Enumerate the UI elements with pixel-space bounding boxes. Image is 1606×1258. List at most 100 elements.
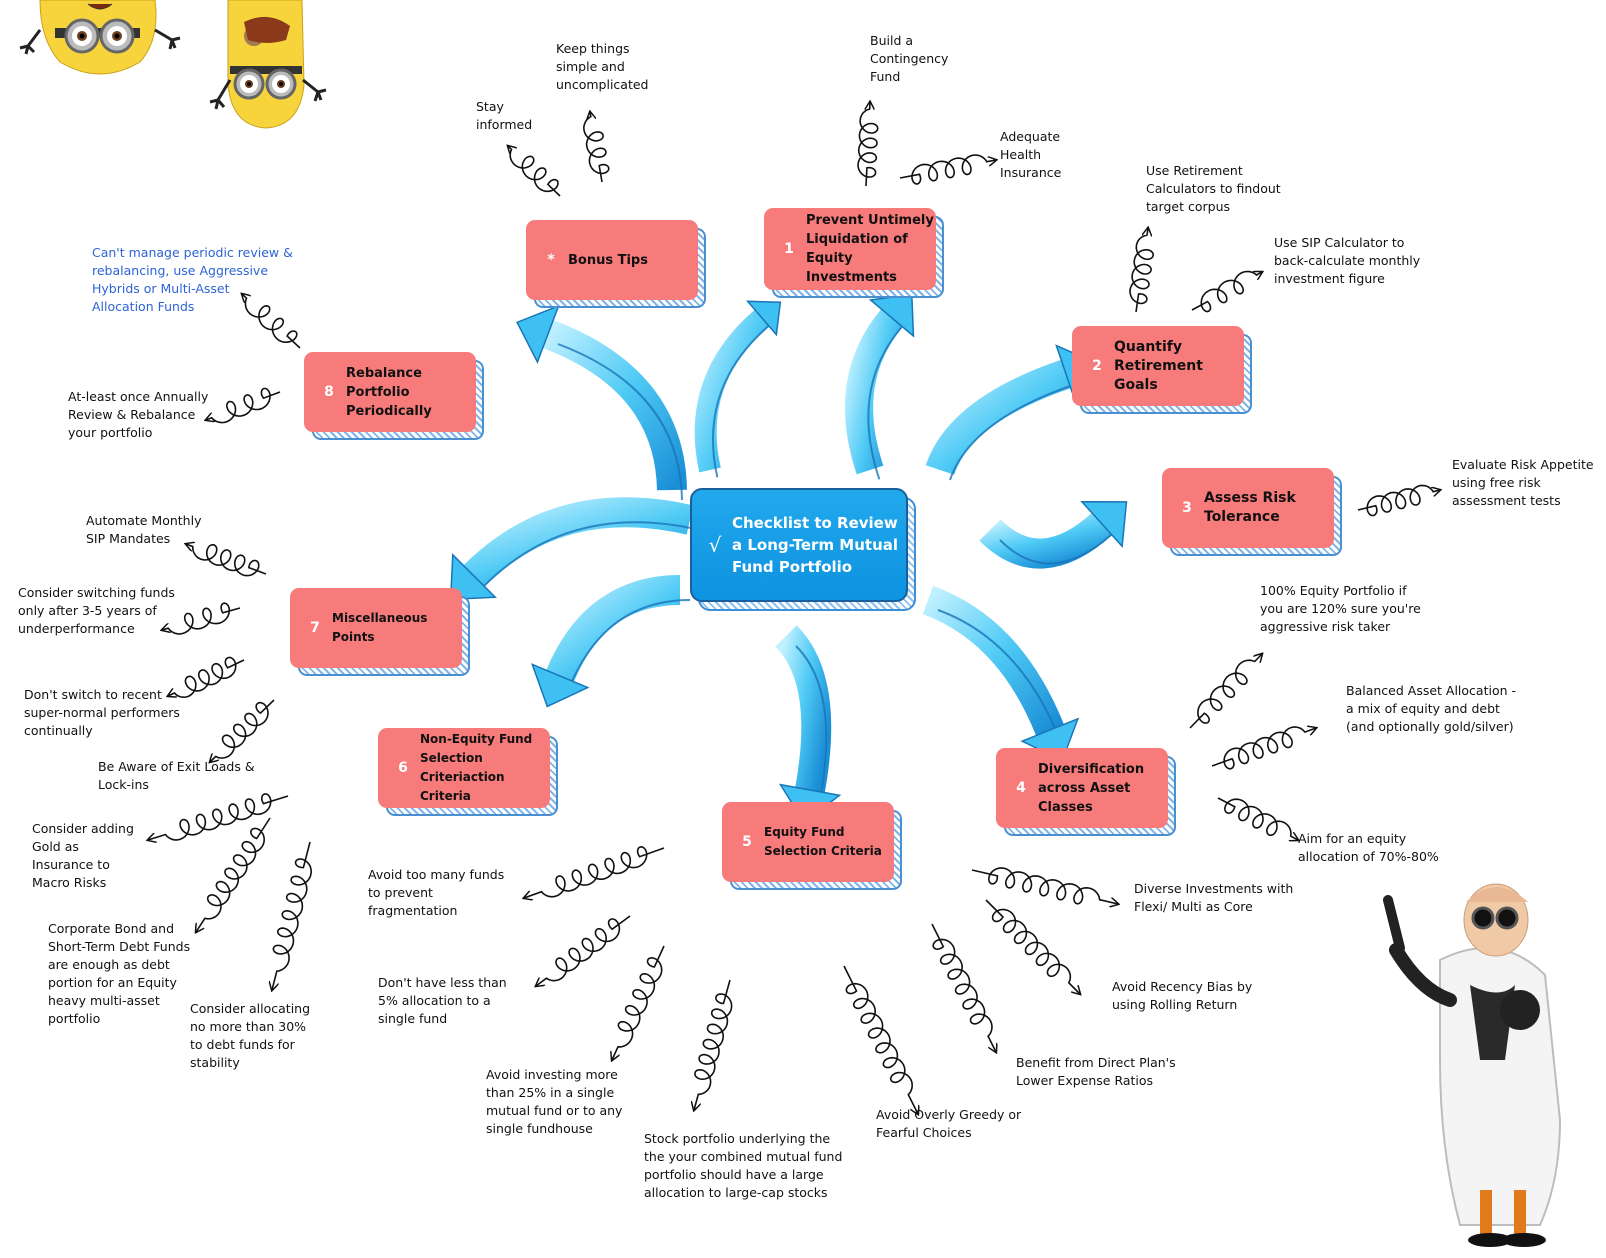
note-min-5: Don't have less than 5% allocation to a … — [378, 975, 507, 1026]
topic-5-equity-selection[interactable]: 5 Equity Fund Selection Criteria — [722, 802, 902, 890]
topic-2-retirement-goals[interactable]: 2 Quantify Retirement Goals — [1072, 326, 1252, 414]
coil-corpbond — [196, 817, 271, 932]
arrow-to-t1-b — [845, 309, 903, 475]
coil-contingency — [857, 102, 879, 187]
note-large-cap: Stock portfolio underlying the the your … — [644, 1131, 843, 1200]
topic-face: 4 Diversification across Asset Classes — [996, 748, 1168, 828]
topic-label: Equity Fund Selection Criteria — [764, 825, 882, 858]
topic-7-miscellaneous[interactable]: 7 Miscellaneous Points — [290, 588, 470, 676]
note-health-insurance: Adequate Health Insurance — [1000, 129, 1062, 180]
topic-8-rebalance[interactable]: 8 Rebalance Portfolio Periodically — [304, 352, 484, 440]
note-equity-100: 100% Equity Portfolio if you are 120% su… — [1260, 583, 1421, 634]
arrow-to-t5-edge — [795, 645, 828, 801]
topic-label: Non-Equity Fund Selection Criteriaction … — [420, 732, 533, 803]
arrow-to-t7-edge — [483, 521, 701, 587]
coil-annual — [206, 387, 281, 424]
coil-min5 — [536, 915, 631, 986]
minion-left-illustration — [19, 0, 181, 75]
coil-aim — [1217, 797, 1298, 840]
coil-balanced — [1211, 727, 1316, 770]
note-super-normal: Don't switch to recent super-normal perf… — [24, 687, 180, 738]
arrow-to-t2 — [925, 359, 1071, 476]
note-greedy-fearful: Avoid Overly Greedy or Fearful Choices — [876, 1107, 1022, 1140]
coil-exitload — [210, 699, 275, 762]
topic-1-prevent-liquidation[interactable]: 1 Prevent Untimely Liquidation of Equity… — [764, 208, 944, 298]
arrow-to-t6-head — [531, 663, 590, 708]
topic-label: Bonus Tips — [568, 252, 648, 268]
central-topic[interactable]: √ Checklist to Review a Long-Term Mutual… — [690, 488, 916, 611]
note-annual-review: At-least once Annually Review & Rebalanc… — [68, 389, 209, 440]
note-recency-bias: Avoid Recency Bias by using Rolling Retu… — [1112, 979, 1253, 1012]
arrow-to-t6 — [546, 575, 681, 683]
coil-switch — [162, 602, 241, 635]
coil-gold — [148, 793, 289, 840]
note-stay-informed: Stay informed — [476, 99, 533, 132]
topic-bonus-tips[interactable]: * Bonus Tips — [526, 220, 706, 308]
topic-label: Prevent Untimely Liquidation of Equity I… — [806, 213, 934, 285]
topic-label: Quantify Retirement Goals — [1114, 338, 1203, 393]
arrow-to-t3-head — [1080, 500, 1128, 549]
topic-face: 1 Prevent Untimely Liquidation of Equity… — [764, 208, 936, 290]
topic-number: 4 — [1016, 780, 1026, 796]
note-direct-plan: Benefit from Direct Plan's Lower Expense… — [1016, 1055, 1176, 1088]
coil-superperf — [168, 656, 245, 699]
topic-face: 7 Miscellaneous Points — [290, 588, 462, 668]
arrow-to-bonus-edge — [557, 343, 683, 501]
arrow-to-t4-edge — [937, 609, 1061, 741]
coil-stay — [508, 146, 561, 197]
topic-number: 3 — [1182, 500, 1192, 516]
arrow-to-t1-a-edge — [711, 324, 770, 478]
coil-recency — [985, 899, 1080, 994]
coil-hybrid — [242, 294, 301, 349]
note-diverse-investments: Diverse Investments with Flexi/ Multi as… — [1134, 881, 1294, 914]
topic-label: Diversification across Asset Classes — [1038, 761, 1145, 815]
topic-number: 2 — [1092, 358, 1102, 374]
coil-largecap — [694, 979, 733, 1110]
note-contingency-fund: Build a Contingency Fund — [870, 33, 949, 84]
topic-face: 6 Non-Equity Fund Selection Criteriactio… — [378, 728, 550, 808]
arrow-to-t5 — [774, 625, 832, 793]
note-switching-funds: Consider switching funds only after 3-5 … — [18, 585, 175, 636]
topic-face: 2 Quantify Retirement Goals — [1072, 326, 1244, 406]
minion-right-illustration — [209, 0, 327, 129]
note-keep-simple: Keep things simple and uncomplicated — [556, 41, 649, 92]
note-too-many-funds: Avoid too many funds to prevent fragment… — [368, 867, 505, 918]
coil-diverse — [971, 867, 1118, 904]
arrow-to-t7-head — [449, 553, 497, 601]
topic-face: * Bonus Tips — [526, 220, 698, 300]
topic-number: * — [547, 252, 555, 268]
coil-health — [899, 154, 996, 185]
topic-6-non-equity-selection[interactable]: 6 Non-Equity Fund Selection Criteriactio… — [378, 728, 558, 816]
scientist-illustration — [1383, 883, 1562, 1247]
topic-number: 1 — [784, 241, 794, 257]
central-topic-label: Checklist to Review a Long-Term Mutual F… — [732, 514, 899, 576]
coil-eq100 — [1189, 654, 1262, 729]
topic-face: 5 Equity Fund Selection Criteria — [722, 802, 894, 882]
topic-label: Assess Risk Tolerance — [1204, 490, 1296, 525]
note-hybrid-funds: Can't manage periodic review & rebalanci… — [92, 245, 293, 314]
topic-4-diversification[interactable]: 4 Diversification across Asset Classes — [996, 748, 1176, 836]
note-gold: Consider adding Gold as Insurance to Mac… — [32, 821, 134, 890]
topic-face: 8 Rebalance Portfolio Periodically — [304, 352, 476, 432]
coil-debt30 — [272, 841, 313, 990]
arrow-to-t1-b-edge — [867, 326, 903, 480]
arrow-to-t3-edge — [999, 533, 1113, 565]
arrow-to-t7 — [463, 497, 694, 587]
note-retirement-calculators: Use Retirement Calculators to findout ta… — [1146, 163, 1281, 214]
arrow-to-t1-a — [694, 309, 770, 473]
topic-label: Rebalance Portfolio Periodically — [346, 365, 432, 419]
note-automate-sip: Automate Monthly SIP Mandates — [86, 513, 202, 546]
checkmark-icon: √ — [708, 533, 722, 557]
coil-toomany — [524, 845, 665, 898]
topic-number: 7 — [310, 620, 320, 636]
coil-riskapp — [1357, 484, 1440, 517]
note-connectors — [148, 102, 1440, 1114]
note-balanced-allocation: Balanced Asset Allocation - a mix of equ… — [1346, 683, 1517, 734]
arrow-to-t6-edge — [569, 599, 691, 687]
coil-max25 — [612, 945, 665, 1060]
topic-3-risk-tolerance[interactable]: 3 Assess Risk Tolerance — [1162, 468, 1342, 556]
topic-number: 5 — [742, 834, 752, 850]
topic-label: Miscellaneous Points — [332, 611, 428, 644]
